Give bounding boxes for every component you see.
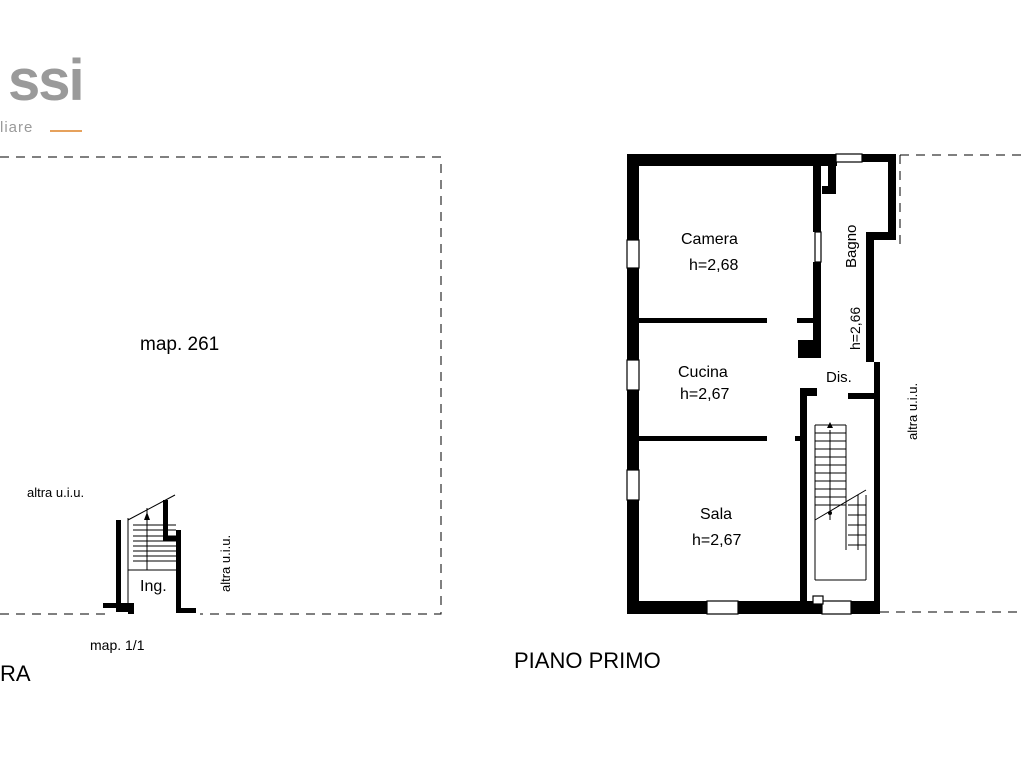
logo-brand: ssi <box>8 48 83 113</box>
piano-primo-title: PIANO PRIMO <box>514 648 661 673</box>
logo-tagline: liare <box>0 119 33 136</box>
map-261-label: map. 261 <box>140 334 219 355</box>
staircase <box>814 422 867 581</box>
logo-accent-line <box>50 130 82 132</box>
altra-uiu-label-vertical-left: altra u.i.u. <box>218 535 233 592</box>
altra-uiu-label-vertical-right: altra u.i.u. <box>905 383 920 440</box>
ingresso-label: Ing. <box>140 578 167 595</box>
camera-height: h=2,68 <box>689 257 738 274</box>
bagno-label: Bagno <box>843 225 860 268</box>
agency-logo: ssi liare <box>0 48 85 136</box>
right-lot <box>880 154 1024 613</box>
bagno-height: h=2,66 <box>847 307 863 350</box>
left-lot <box>0 156 442 615</box>
altra-uiu-label-left: altra u.i.u. <box>27 485 84 500</box>
dis-label: Dis. <box>826 369 852 386</box>
sala-label: Sala <box>700 506 732 523</box>
left-floor-title: RA <box>0 661 31 686</box>
building-walls <box>626 153 896 615</box>
map-1-1-label: map. 1/1 <box>90 637 145 653</box>
camera-label: Camera <box>681 231 738 248</box>
sala-height: h=2,67 <box>692 532 741 549</box>
entrance-stair-block <box>103 494 196 614</box>
cucina-label: Cucina <box>678 364 728 381</box>
cucina-height: h=2,67 <box>680 386 729 403</box>
